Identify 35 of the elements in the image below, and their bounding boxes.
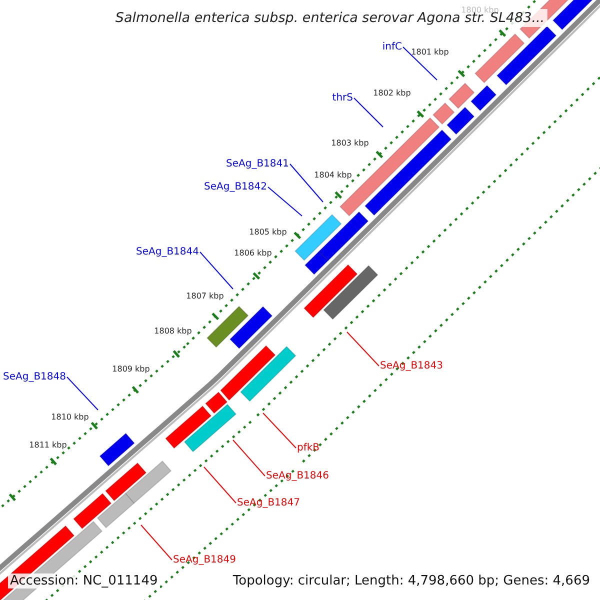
tick-label: 1803 kbp <box>331 138 369 148</box>
leader-line <box>268 186 302 216</box>
leader-line <box>354 98 384 128</box>
tick-label: 1809 kbp <box>112 364 150 374</box>
gene-label: thrS <box>332 92 353 104</box>
tick-label: 1800 kbp <box>461 6 499 14</box>
gene-label: SeAg_B1844 <box>136 246 199 258</box>
gene-label: SeAg_B1843 <box>380 360 443 372</box>
accession-text: Accession: NC_011149 <box>8 574 160 588</box>
tick-label: 1805 kbp <box>249 228 287 236</box>
gene-label: SeAg_B1847 <box>237 498 300 508</box>
gene-label: SeAg_B1842 <box>204 182 267 192</box>
gene-label: SeAg_B1846 <box>266 470 329 482</box>
leader-line <box>232 440 266 476</box>
tick-label: 1802 kbp <box>373 88 411 98</box>
gene-label: SeAg_B1848 <box>3 372 66 382</box>
gene-label: SeAg_B1841 <box>226 158 289 170</box>
leader-line <box>290 164 324 202</box>
leader-line <box>402 46 438 80</box>
gene-label: infC <box>382 42 402 52</box>
genome-stats-text: Topology: circular; Length: 4,798,660 bp; Genes: 4,669 <box>230 574 592 588</box>
leader-line <box>262 412 296 448</box>
tick-label: 1806 kbp <box>234 248 272 258</box>
leader-line <box>200 252 234 290</box>
tick-label: 1811 kbp <box>29 440 67 450</box>
leader-line <box>204 466 236 504</box>
leader-line <box>346 332 380 366</box>
tick-label: 1807 kbp <box>186 292 224 300</box>
gene-label: pfkB <box>297 442 320 454</box>
tick-label: 1808 kbp <box>154 326 192 336</box>
tick-label: 1810 kbp <box>51 412 89 422</box>
tick-label: 1804 kbp <box>314 170 352 180</box>
gene-label: SeAg_B1849 <box>173 554 236 566</box>
leader-line <box>66 376 98 410</box>
tick-label: 1801 kbp <box>411 48 449 56</box>
